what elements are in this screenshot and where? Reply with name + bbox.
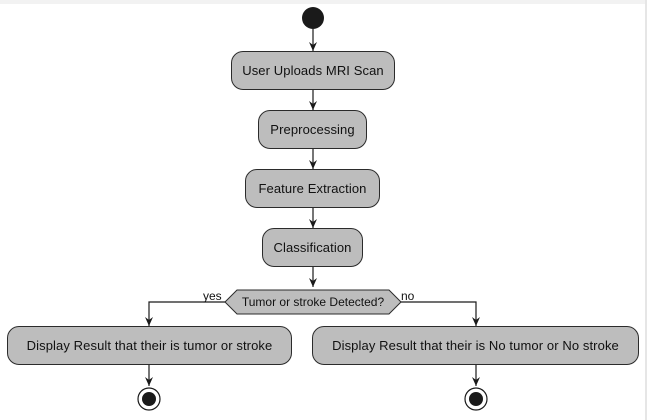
start-node	[302, 7, 324, 29]
node-result-yes-label: Display Result that their is tumor or st…	[26, 338, 273, 353]
edge-decision-yes	[145, 301, 225, 326]
top-edge	[0, 0, 647, 4]
node-classification: Classification	[262, 228, 363, 267]
node-feature-extraction: Feature Extraction	[245, 169, 380, 208]
node-upload: User Uploads MRI Scan	[231, 51, 395, 90]
node-preprocessing-label: Preprocessing	[270, 122, 355, 137]
node-feature-extraction-label: Feature Extraction	[258, 181, 367, 196]
node-preprocessing: Preprocessing	[258, 110, 367, 149]
node-classification-label: Classification	[273, 240, 352, 255]
right-edge	[645, 0, 647, 420]
branch-label-yes: yes	[203, 289, 222, 303]
node-result-yes: Display Result that their is tumor or st…	[7, 326, 292, 365]
end-node-yes	[137, 387, 161, 411]
node-result-no: Display Result that their is No tumor or…	[312, 326, 639, 365]
end-node-no	[464, 387, 488, 411]
edge-decision-no	[401, 301, 480, 326]
branch-label-no: no	[401, 289, 415, 303]
node-result-no-label: Display Result that their is No tumor or…	[332, 338, 619, 353]
node-upload-label: User Uploads MRI Scan	[242, 63, 384, 78]
decision-label: Tumor or stroke Detected?	[241, 295, 385, 309]
